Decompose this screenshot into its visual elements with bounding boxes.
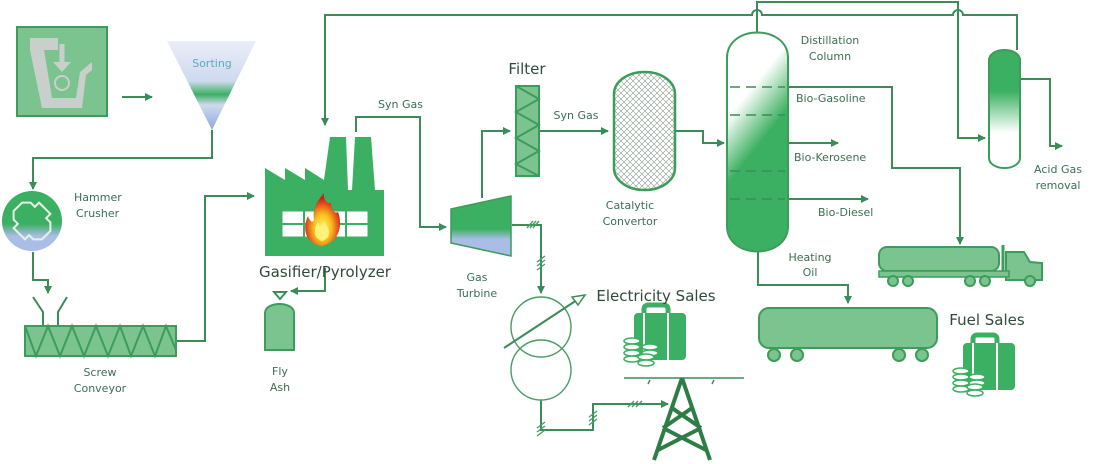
flow-gasifier-to-flyash bbox=[290, 268, 326, 295]
screw-conveyor-label-1: Screw bbox=[83, 366, 116, 379]
variable-transformer-icon[interactable] bbox=[503, 293, 587, 401]
flow-column-to-acid-gas bbox=[756, 1, 986, 142]
acid-gas-label-1: Acid Gas bbox=[1034, 163, 1082, 176]
flow-conveyor-to-gasifier bbox=[176, 192, 255, 342]
flow-heatingoil-to-railcar bbox=[757, 252, 852, 304]
electricity-sales-label: Electricity Sales bbox=[596, 287, 715, 305]
flow-catalytic-to-column bbox=[676, 130, 725, 147]
fuel-sales-label: Fuel Sales bbox=[949, 311, 1025, 329]
flame-icon bbox=[305, 193, 341, 246]
gas-turbine-label-1: Gas bbox=[467, 271, 488, 284]
biomass-feed-icon[interactable] bbox=[16, 26, 108, 117]
filter-label: Filter bbox=[508, 60, 546, 78]
electric-tick-marks bbox=[526, 220, 540, 229]
catalytic-label-2: Convertor bbox=[603, 215, 658, 228]
flow-gasoline-to-truck bbox=[788, 86, 964, 245]
distillation-label-1: Distillation bbox=[801, 34, 860, 47]
catalytic-convertor-icon[interactable] bbox=[612, 70, 677, 192]
fly-ash-label-2: Ash bbox=[270, 381, 290, 394]
screw-conveyor-icon[interactable] bbox=[24, 296, 177, 359]
syn-gas-label-1: Syn Gas bbox=[378, 98, 423, 111]
distillation-label-2: Column bbox=[809, 50, 851, 63]
gas-turbine-label-2: Turbine bbox=[456, 287, 498, 300]
flow-acid-gas-out bbox=[1020, 78, 1063, 150]
flow-transformer-to-tower bbox=[540, 400, 669, 431]
flow-turbine-to-filter bbox=[481, 127, 511, 198]
fly-ash-tank-icon[interactable] bbox=[264, 291, 295, 351]
sorting-funnel-icon[interactable]: Sorting bbox=[167, 41, 256, 130]
rail-tank-car-icon[interactable] bbox=[758, 307, 938, 362]
hammer-crusher-label-2: Crusher bbox=[76, 207, 120, 220]
money-bag-coins-icon bbox=[952, 332, 1015, 397]
heating-oil-label-2: Oil bbox=[803, 266, 818, 279]
flow-lines bbox=[29, 1, 1063, 437]
sorting-label: Sorting bbox=[192, 57, 232, 70]
flow-turbine-to-transformer bbox=[512, 224, 545, 294]
electric-tick-marks bbox=[536, 421, 546, 437]
flow-crusher-to-conveyor bbox=[32, 252, 52, 294]
tanker-truck-icon[interactable] bbox=[878, 245, 1043, 287]
heating-oil-label-1: Heating bbox=[788, 251, 831, 264]
flow-recycle-line bbox=[324, 9, 1018, 123]
hammer-crusher-icon[interactable] bbox=[2, 191, 62, 251]
flow-syngas-to-turbine bbox=[355, 116, 447, 231]
gas-turbine-icon[interactable] bbox=[450, 195, 512, 257]
filter-icon[interactable] bbox=[513, 85, 542, 177]
bio-gasoline-label: Bio-Gasoline bbox=[796, 92, 866, 105]
screw-conveyor-label-2: Conveyor bbox=[74, 382, 127, 395]
flow-sorting-to-crusher bbox=[29, 130, 213, 190]
transmission-tower-icon[interactable] bbox=[624, 377, 744, 461]
electric-tick-marks bbox=[536, 255, 546, 271]
electric-tick-marks bbox=[588, 410, 598, 426]
distillation-column-icon[interactable] bbox=[726, 31, 789, 253]
factory-icon[interactable] bbox=[265, 137, 384, 256]
syn-gas-label-2: Syn Gas bbox=[554, 109, 599, 122]
fly-ash-label-1: Fly bbox=[272, 365, 288, 378]
bio-diesel-label: Bio-Diesel bbox=[818, 206, 873, 219]
catalytic-label-1: Catalytic bbox=[606, 199, 654, 212]
electric-tick-marks bbox=[627, 400, 643, 408]
bio-kerosene-label: Bio-Kerosene bbox=[794, 151, 866, 164]
acid-gas-label-2: removal bbox=[1036, 179, 1081, 192]
money-bag-coins-icon bbox=[623, 302, 686, 367]
gasifier-label: Gasifier/Pyrolyzer bbox=[259, 263, 392, 281]
acid-gas-scrubber-icon[interactable] bbox=[988, 49, 1021, 169]
hammer-crusher-label-1: Hammer bbox=[74, 191, 122, 204]
